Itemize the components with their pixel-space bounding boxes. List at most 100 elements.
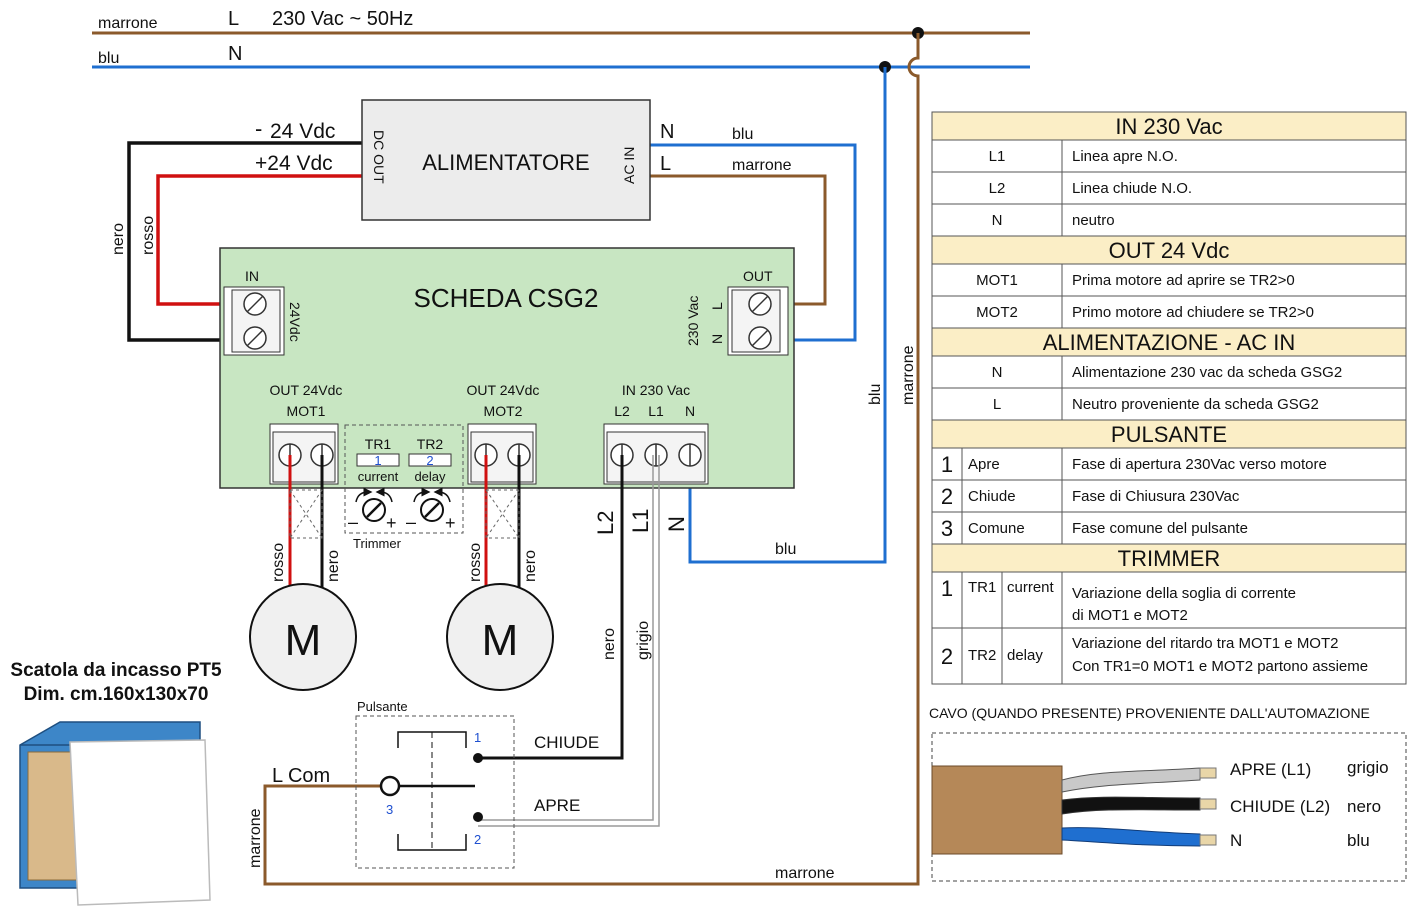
cable-w1: APRE (L1) bbox=[1230, 760, 1311, 779]
trim2-plus: + bbox=[445, 513, 456, 533]
board-l2: L2 bbox=[614, 403, 630, 419]
box-image bbox=[19, 721, 211, 906]
trim1-plus: + bbox=[386, 513, 397, 533]
table-cell-desc: Fase di Chiusura 230Vac bbox=[1072, 488, 1240, 505]
table-cell-name: Comune bbox=[968, 520, 1025, 537]
table-header-row bbox=[931, 327, 1407, 357]
board-mot1: MOT1 bbox=[287, 403, 326, 419]
cable-section: CAVO (QUANDO PRESENTE) PROVENIENTE DALL'… bbox=[929, 705, 1407, 882]
mains-voltage: 230 Vac ~ 50Hz bbox=[272, 8, 413, 30]
trimmer-area bbox=[344, 424, 464, 534]
board-out24-1: OUT 24Vdc bbox=[270, 382, 343, 398]
m1-rosso: rosso bbox=[270, 543, 287, 582]
table-cell-code: L bbox=[993, 396, 1001, 413]
wire-blu-bottom: blu bbox=[775, 541, 796, 558]
wire-l2-label: L2 bbox=[593, 511, 618, 535]
psu-l: L bbox=[660, 153, 671, 175]
m2-rosso: rosso bbox=[467, 543, 484, 582]
motor-wiring bbox=[288, 455, 521, 590]
tr1-label: TR1 bbox=[365, 436, 392, 452]
table-row bbox=[931, 387, 1407, 421]
psu-n: N bbox=[660, 121, 674, 143]
junction-box: Scatola da incasso PT5 Dim. cm.160x130x7… bbox=[10, 660, 222, 906]
table-cell-name: Apre bbox=[968, 456, 1000, 473]
cable-wire-black bbox=[1061, 796, 1201, 815]
button-apre: APRE bbox=[534, 796, 580, 815]
board-in-24vdc: 24Vdc bbox=[287, 302, 303, 342]
table-row bbox=[931, 203, 1407, 237]
table-row bbox=[931, 571, 1407, 629]
trimmer-knob-1[interactable] bbox=[355, 487, 393, 522]
board-out-label: OUT bbox=[743, 268, 773, 284]
button-chiude: CHIUDE bbox=[534, 733, 599, 752]
cable-c2: nero bbox=[1347, 797, 1381, 816]
table-cell-desc: Fase di apertura 230Vac verso motore bbox=[1072, 456, 1327, 473]
button-wiring bbox=[478, 455, 660, 827]
wire-marrone-bottom: marrone bbox=[775, 865, 835, 882]
table-cell-desc: Variazione della soglia di corrente bbox=[1072, 585, 1296, 602]
motor-1: M bbox=[249, 583, 357, 691]
wire-l1-label: L1 bbox=[628, 509, 653, 533]
table-cell-desc: Variazione del ritardo tra MOT1 e MOT2 bbox=[1072, 635, 1338, 652]
tr2-sub: delay bbox=[414, 469, 446, 484]
psu-wire-marrone: marrone bbox=[732, 157, 792, 174]
board-out-l: L bbox=[709, 302, 725, 310]
psu-minus-label: 24 Vdc bbox=[270, 120, 335, 143]
table-cell-desc: Primo motore ad chiudere se TR2>0 bbox=[1072, 304, 1314, 321]
trimmer-label: Trimmer bbox=[353, 536, 402, 551]
tr2-label: TR2 bbox=[417, 436, 444, 452]
board-mot2: MOT2 bbox=[484, 403, 523, 419]
mains-phase-letter: L bbox=[228, 8, 239, 30]
button-n2: 2 bbox=[474, 832, 481, 847]
button-n1: 1 bbox=[474, 730, 481, 745]
mains-lines: marrone blu L N 230 Vac ~ 50Hz bbox=[92, 8, 1030, 73]
cable-wire-blue bbox=[1061, 827, 1201, 847]
table-row bbox=[931, 479, 1407, 513]
table-section-header: OUT 24 Vdc bbox=[1109, 238, 1230, 263]
button-lcom: L Com bbox=[272, 765, 330, 787]
power-supply: ALIMENTATORE DC OUT AC IN - 24 Vdc +24 V… bbox=[110, 99, 792, 255]
cable-sheath bbox=[931, 765, 1063, 855]
psu-wire-nero: nero bbox=[110, 223, 127, 255]
psu-plus-label: +24 Vdc bbox=[255, 152, 333, 175]
table-cell-desc: Linea apre N.O. bbox=[1072, 148, 1178, 165]
wire-marrone-left: marrone bbox=[247, 808, 264, 868]
trimmer-knob-2[interactable] bbox=[413, 487, 451, 522]
box-line1: Scatola da incasso PT5 bbox=[10, 660, 222, 681]
board-in230: IN 230 Vac bbox=[622, 382, 690, 398]
table-row bbox=[931, 511, 1407, 545]
table-section-header: IN 230 Vac bbox=[1115, 114, 1222, 139]
table-cell-code: N bbox=[992, 212, 1003, 229]
board-n: N bbox=[685, 403, 695, 419]
table-cell-code: N bbox=[992, 364, 1003, 381]
table-cell-code: L1 bbox=[989, 148, 1006, 165]
mains-blue-label: blu bbox=[98, 50, 119, 67]
wire-blu-vertical: blu bbox=[867, 384, 884, 405]
m2-nero: nero bbox=[522, 550, 539, 582]
psu-title: ALIMENTATORE bbox=[422, 150, 589, 175]
psu-wiring bbox=[127, 33, 920, 886]
cable-c1: grigio bbox=[1347, 758, 1389, 777]
table-section-header: PULSANTE bbox=[1111, 422, 1227, 447]
wire-marrone-vertical: marrone bbox=[900, 345, 917, 405]
tr2-num: 2 bbox=[426, 453, 433, 468]
table-cell-num: 3 bbox=[941, 516, 953, 541]
psu-minus-sign: - bbox=[255, 116, 262, 141]
table-row bbox=[931, 263, 1407, 297]
button-n3: 3 bbox=[386, 802, 393, 817]
table-cell-num: 1 bbox=[941, 576, 953, 601]
table-cell-name: delay bbox=[1007, 647, 1043, 664]
wire-nero-label: nero bbox=[601, 628, 618, 660]
tr1-sub: current bbox=[358, 469, 399, 484]
table-cell-num: 1 bbox=[941, 452, 953, 477]
table-section-header: ALIMENTAZIONE - AC IN bbox=[1043, 330, 1296, 355]
trim1-minus: – bbox=[348, 512, 358, 532]
table-header-row bbox=[931, 111, 1407, 141]
table-cell-desc: Prima motore ad aprire se TR2>0 bbox=[1072, 272, 1295, 289]
table-cell-desc: di MOT1 e MOT2 bbox=[1072, 607, 1188, 624]
psu-ac-in: AC IN bbox=[621, 147, 637, 184]
table-section-header: TRIMMER bbox=[1118, 546, 1221, 571]
wire-grigio-label: grigio bbox=[635, 621, 652, 660]
